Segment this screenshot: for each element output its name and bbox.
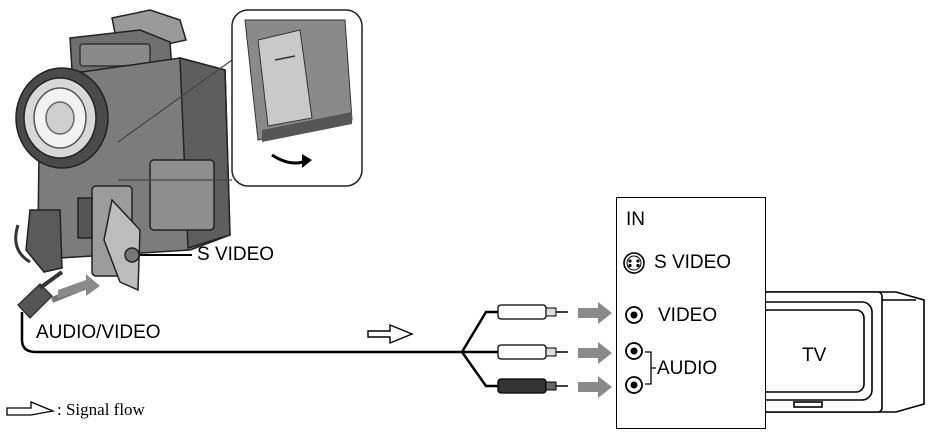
television-icon (741, 291, 925, 413)
audio-video-label: AUDIO/VIDEO (36, 322, 161, 343)
gray-connect-arrows (578, 302, 612, 398)
s-video-jack-icon (623, 252, 645, 274)
signal-flow-arrow-icon (6, 401, 55, 416)
camcorder-icon (14, 9, 231, 292)
rca-plug-audio-white (497, 344, 568, 360)
panel-audio-label: AUDIO (657, 358, 718, 379)
panel-video-label: VIDEO (658, 305, 718, 326)
av-cable (20, 312, 462, 354)
signal-flow-arrow-icon (367, 323, 414, 345)
av-plug-icon (17, 270, 94, 319)
connect-arrow-icon (58, 274, 100, 298)
rca-plug-audio-black (497, 378, 568, 394)
rca-plug-video (497, 304, 568, 320)
jack-cover-zoom-icon (231, 9, 363, 187)
s-video-label: S VIDEO (197, 244, 275, 265)
tv-label: TV (802, 345, 827, 366)
rca-jack-icon (625, 342, 643, 360)
rca-jack-icon (625, 306, 643, 324)
tv-input-panel: IN S VIDEO VIDEO AUDIO (616, 197, 766, 429)
panel-title: IN (626, 209, 645, 230)
cable-split (460, 310, 500, 388)
rca-jack-icon (625, 376, 643, 394)
zoom-connector-lines (117, 59, 233, 181)
panel-s-video-label: S VIDEO (654, 252, 732, 273)
audio-bracket (645, 351, 656, 385)
legend-text: : Signal flow (57, 400, 145, 419)
